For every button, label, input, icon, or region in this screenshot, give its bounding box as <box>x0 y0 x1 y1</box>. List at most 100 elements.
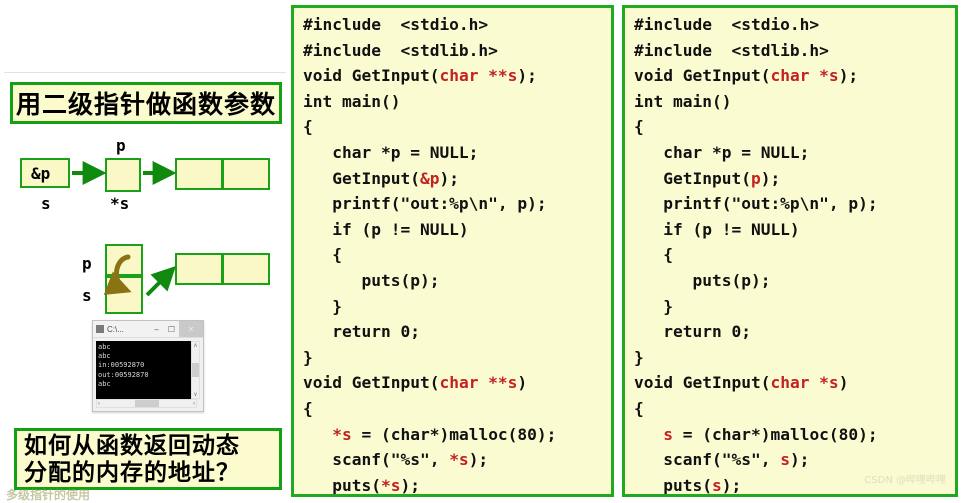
scroll-right-icon[interactable]: › <box>193 400 195 407</box>
code-token: { <box>303 398 313 418</box>
code-token: if (p != NULL) <box>634 219 800 239</box>
code-token-highlight: *s <box>380 475 401 495</box>
code-line: #include <stdlib.h> <box>634 38 955 64</box>
horizontal-scroll-thumb[interactable] <box>134 400 159 407</box>
diagram-label-p-top: p <box>116 136 126 155</box>
code-token: ); <box>468 450 489 470</box>
code-token: if (p != NULL) <box>303 219 469 239</box>
code-line: GetInput(p); <box>634 166 955 192</box>
code-panel-single-pointer: #include <stdio.h> #include <stdlib.h> voi… <box>622 5 958 497</box>
code-token: printf("out:%p\n", p); <box>303 194 547 214</box>
console-vertical-scrollbar[interactable]: ∧ ∨ <box>191 341 200 399</box>
code-line: #include <stdio.h> <box>634 12 955 38</box>
code-line: *s = (char*)malloc(80); <box>303 422 611 448</box>
console-title-text: C:\... <box>107 324 124 334</box>
diagram-label-s-top: s <box>41 194 51 213</box>
console-line: abc <box>98 343 111 351</box>
code-line: int main() <box>634 89 955 115</box>
code-line: puts(p); <box>303 268 611 294</box>
code-token: ) <box>517 373 528 393</box>
code-panel-double-pointer: #include <stdio.h>#include <stdlib.h>voi… <box>291 5 614 497</box>
code-token: ); <box>838 66 859 86</box>
left-column: 用二级指针做函数参数 &p s p *s p s <box>0 0 290 502</box>
code-token: void GetInput( <box>303 66 440 86</box>
code-line: char *p = NULL; <box>634 140 955 166</box>
diagram-label-stars-top: *s <box>110 194 130 213</box>
code-token: ) <box>838 373 849 393</box>
code-token-highlight: s <box>663 424 673 444</box>
code-token-highlight: s <box>711 475 722 495</box>
code-token: { <box>303 245 342 265</box>
code-line: } <box>303 294 611 320</box>
diagram-heap-cell-d <box>222 253 270 285</box>
code-line: } <box>634 345 955 371</box>
question-box: 如何从函数返回动态 分配的内存的地址？ <box>14 428 282 490</box>
code-line: { <box>634 114 955 140</box>
maximize-button[interactable]: ☐ <box>167 324 176 334</box>
code-token: GetInput( <box>303 168 420 188</box>
code-token: = (char*)malloc(80); <box>673 424 878 444</box>
diagram-label-p-bottom: p <box>82 254 92 273</box>
code-token: { <box>634 245 673 265</box>
code-token <box>303 425 332 444</box>
code-token: } <box>634 296 673 316</box>
code-token-highlight: char *s <box>770 373 839 393</box>
code-token: { <box>303 117 313 137</box>
code-token: ); <box>721 475 742 495</box>
console-horizontal-scrollbar[interactable]: ‹ › <box>96 399 197 408</box>
code-line: { <box>634 396 955 422</box>
code-token: } <box>303 296 342 316</box>
diagram-label-s-bottom: s <box>82 286 92 305</box>
code-line: } <box>634 294 955 320</box>
code-token: #include <stdlib.h> <box>634 40 829 60</box>
code-line: s = (char*)malloc(80); <box>634 422 955 448</box>
code-line: puts(s); <box>634 473 955 495</box>
console-output: abc abc in:00592870 out:00592870 abc <box>96 341 191 399</box>
code-line: puts(*s); <box>303 473 611 495</box>
pointer-diagram: &p s p *s p s <box>0 130 290 320</box>
vertical-scroll-thumb[interactable] <box>192 363 199 377</box>
diagram-arrows <box>72 161 177 297</box>
scroll-left-icon[interactable]: ‹ <box>98 400 100 407</box>
console-window[interactable]: C:\... – ☐ ✕ abc abc in:00592870 out:005… <box>92 320 204 412</box>
code-block-single-pointer: #include <stdio.h> #include <stdlib.h> voi… <box>625 8 955 495</box>
code-line: printf("out:%p\n", p); <box>634 191 955 217</box>
scroll-up-icon[interactable]: ∧ <box>193 343 198 349</box>
code-token-highlight: char **s <box>439 373 518 393</box>
code-token: ); <box>517 66 537 86</box>
scroll-down-icon[interactable]: ∨ <box>193 392 198 398</box>
code-token: scanf("%s", <box>634 450 781 470</box>
code-token: ); <box>439 168 459 188</box>
code-line: void GetInput(char *s); <box>634 63 955 89</box>
code-token-highlight: &p <box>419 168 440 188</box>
code-token: #include <stdio.h> <box>634 15 820 34</box>
minimize-button[interactable]: – <box>154 324 159 334</box>
code-token-highlight: *s <box>449 450 469 470</box>
code-line: return 0; <box>303 319 611 345</box>
code-token: int main() <box>634 91 732 111</box>
code-line: { <box>303 114 611 140</box>
code-token-highlight: s <box>780 450 790 470</box>
code-token: } <box>634 347 644 367</box>
code-line: int main() <box>303 89 611 115</box>
code-token: int main() <box>303 91 401 111</box>
code-token: puts(p); <box>634 270 771 290</box>
code-token: char *p = NULL; <box>303 142 479 162</box>
question-box-line2: 分配的内存的地址？ <box>24 460 240 486</box>
code-token-highlight: *s <box>332 424 352 444</box>
diagram-heap-cell-c <box>175 253 223 285</box>
window-controls: – ☐ ✕ <box>149 321 203 337</box>
code-token: puts( <box>634 475 712 495</box>
console-line: out:00592870 <box>98 370 149 379</box>
code-token: puts(p); <box>303 270 440 290</box>
close-button[interactable]: ✕ <box>179 321 203 337</box>
code-line: if (p != NULL) <box>634 217 955 243</box>
code-token: { <box>634 117 644 137</box>
code-token: ); <box>789 450 810 470</box>
code-line: { <box>634 242 955 268</box>
divider-rule <box>4 72 286 73</box>
console-titlebar[interactable]: C:\... – ☐ ✕ <box>93 321 203 338</box>
code-line: scanf("%s", s); <box>634 447 955 473</box>
code-token-highlight: char *s <box>770 66 839 86</box>
